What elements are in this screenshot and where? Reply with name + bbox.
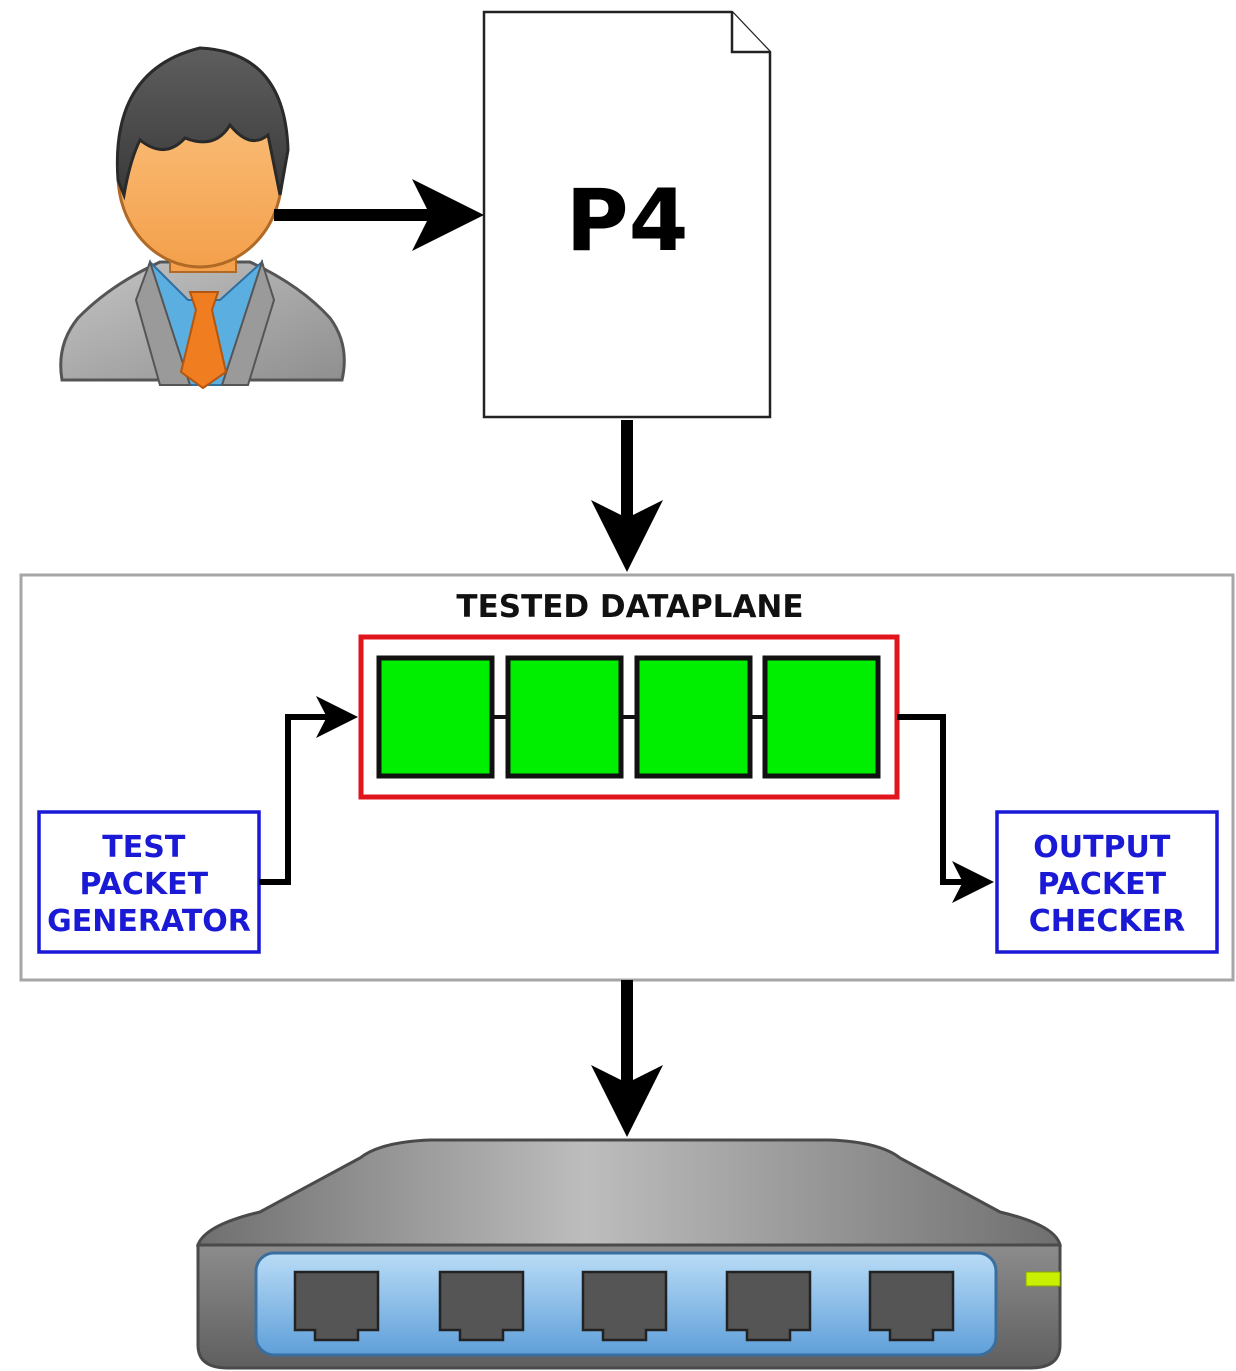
- user-avatar-icon: [59, 46, 346, 390]
- switch-port-1: [293, 1270, 380, 1342]
- arrow-pipeline-to-checker: [897, 714, 994, 903]
- pipeline-stage-4: [762, 655, 881, 779]
- generator-box: [37, 810, 261, 954]
- checker-label-line-2: PACKET: [1037, 867, 1166, 902]
- pipeline-stage-2: [505, 655, 624, 779]
- generator-label: TEST PACKET GENERATOR: [47, 830, 251, 939]
- arrow-generator-to-pipeline: [259, 696, 358, 885]
- switch-port-5: [868, 1270, 955, 1342]
- checker-label: OUTPUT PACKET CHECKER: [1029, 830, 1185, 939]
- pipeline-stage-3: [634, 655, 753, 779]
- p4-document-icon: [482, 10, 772, 419]
- switch-port-3: [581, 1270, 668, 1342]
- generator-label-line-1: TEST: [102, 830, 186, 865]
- generator-label-line-2: PACKET: [79, 867, 208, 902]
- pipeline-stage-1: [376, 655, 495, 779]
- document-label: P4: [566, 171, 689, 271]
- switch-port-4: [725, 1270, 812, 1342]
- generator-label-line-3: GENERATOR: [47, 904, 251, 939]
- checker-box: [995, 810, 1219, 954]
- dataplane-title: TESTED DATAPLANE: [456, 589, 803, 625]
- checker-label-line-3: CHECKER: [1029, 904, 1185, 939]
- switch-port-2: [438, 1270, 525, 1342]
- checker-label-line-1: OUTPUT: [1033, 830, 1171, 865]
